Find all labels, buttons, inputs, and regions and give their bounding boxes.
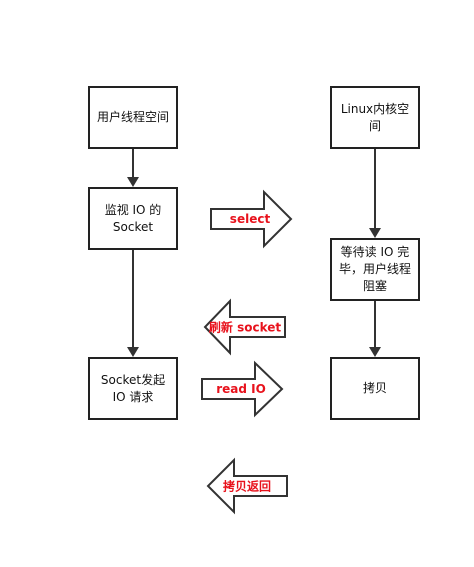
socket-io-request-label: Socket发起 IO 请求 [100, 372, 166, 404]
refresh-socket-arrow [203, 298, 286, 356]
connector-wait-to-copy [369, 300, 381, 357]
select-arrow [210, 189, 293, 249]
user-thread-space-label: 用户线程空间 [96, 110, 169, 124]
copy-return-arrow [206, 457, 288, 515]
connector-monitor-to-request [127, 249, 139, 357]
wait-read-label: 等待读 IO 完 毕，用户线程 阻塞 [338, 245, 411, 293]
wait-read-box: 等待读 IO 完 毕，用户线程 阻塞 [330, 238, 420, 301]
connector-kernel-to-wait [369, 148, 381, 238]
linux-kernel-space-box: Linux内核空 间 [330, 86, 420, 149]
copy-box: 拷贝 [330, 357, 420, 420]
read-io-arrow-label: read IO [216, 382, 266, 396]
socket-io-request-box: Socket发起 IO 请求 [88, 357, 178, 420]
select-arrow-label: select [229, 212, 271, 226]
linux-kernel-space-label: Linux内核空 间 [340, 101, 410, 133]
copy-label: 拷贝 [362, 381, 387, 395]
connector-user-to-monitor [127, 148, 139, 187]
copy-return-arrow-label: 拷贝返回 [222, 479, 272, 494]
refresh-socket-arrow-label: 刷新 socket [208, 320, 282, 335]
monitor-socket-box: 监视 IO 的 Socket [88, 187, 178, 250]
read-io-arrow [201, 360, 284, 418]
user-thread-space-box: 用户线程空间 [88, 86, 178, 149]
monitor-socket-label: 监视 IO 的 Socket [104, 202, 162, 234]
